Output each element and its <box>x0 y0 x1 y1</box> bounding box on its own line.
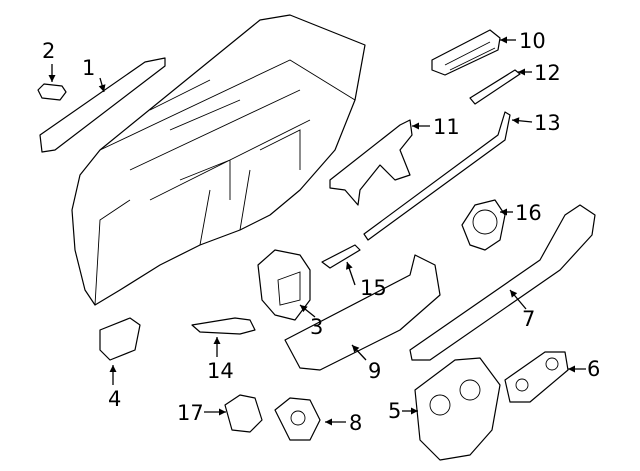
instrument-panel <box>71 14 366 306</box>
callout-6: 6 <box>568 357 600 381</box>
callout-10: 10 <box>500 29 546 53</box>
callout-number: 10 <box>519 29 546 53</box>
callout-16: 16 <box>500 201 542 225</box>
callout-number: 17 <box>177 401 204 425</box>
callout-13: 13 <box>511 111 561 135</box>
arrowhead-icon <box>512 117 520 125</box>
part-13-molding <box>363 111 511 241</box>
callout-17: 17 <box>177 401 226 425</box>
arrowhead-icon <box>568 365 575 373</box>
callout-3: 3 <box>299 304 323 339</box>
arrowhead-icon <box>98 84 106 92</box>
callout-number: 8 <box>349 411 362 435</box>
arrowhead-icon <box>500 208 507 216</box>
part-6-climate-bezel <box>504 351 569 403</box>
callout-number: 12 <box>534 61 561 85</box>
arrowhead-icon <box>352 345 360 353</box>
part-14-trim-piece <box>191 317 256 335</box>
part-15-trim-clip <box>321 244 361 269</box>
part-9-lower-trim <box>284 254 441 371</box>
callout-4: 4 <box>108 365 121 411</box>
part-1-defroster-trim <box>39 57 166 153</box>
arrowhead-icon <box>109 365 117 372</box>
part-16-vent-housing <box>461 199 506 251</box>
arrowhead-icon <box>345 262 353 270</box>
callout-number: 5 <box>388 399 401 423</box>
callout-number: 13 <box>534 111 561 135</box>
part-2-clip <box>37 83 67 101</box>
callout-number: 9 <box>368 359 381 383</box>
part-7-panel-trim <box>409 204 596 361</box>
callout-number: 7 <box>522 307 535 331</box>
part-12-trim-strip <box>469 69 521 105</box>
callout-9: 9 <box>351 344 381 383</box>
callout-5: 5 <box>388 399 418 423</box>
callout-number: 2 <box>42 39 55 63</box>
arrowhead-icon <box>300 305 308 313</box>
callout-number: 4 <box>108 387 121 411</box>
arrowhead-icon <box>411 407 418 415</box>
callout-11: 11 <box>412 115 460 139</box>
part-5-center-bezel <box>414 357 501 461</box>
callout-7: 7 <box>509 289 535 331</box>
callout-number: 14 <box>207 359 234 383</box>
callout-12: 12 <box>518 61 561 85</box>
part-8-switch-bezel <box>274 397 321 441</box>
callout-number: 6 <box>587 357 600 381</box>
part-11-bracket <box>329 119 413 206</box>
callout-number: 3 <box>310 315 323 339</box>
part-17-switch-bezel <box>224 394 263 433</box>
callout-number: 15 <box>360 276 387 300</box>
callout-number: 11 <box>433 115 460 139</box>
part-10-air-vent <box>431 29 501 76</box>
callout-2: 2 <box>42 39 56 82</box>
arrowhead-icon <box>213 337 221 344</box>
arrowhead-icon <box>518 68 525 76</box>
arrowhead-icon <box>510 290 518 298</box>
callout-number: 16 <box>515 201 542 225</box>
arrowhead-icon <box>48 75 56 82</box>
callout-14: 14 <box>207 337 234 383</box>
part-4-bracket <box>99 317 141 361</box>
arrowhead-icon <box>219 408 226 416</box>
arrowhead-icon <box>325 418 332 426</box>
callout-15: 15 <box>345 261 387 300</box>
arrowhead-icon <box>500 36 507 44</box>
part-3-column-cover <box>257 249 311 321</box>
callout-1: 1 <box>82 56 106 93</box>
arrowhead-icon <box>412 122 419 130</box>
callout-8: 8 <box>325 411 362 435</box>
callout-number: 1 <box>82 56 95 80</box>
